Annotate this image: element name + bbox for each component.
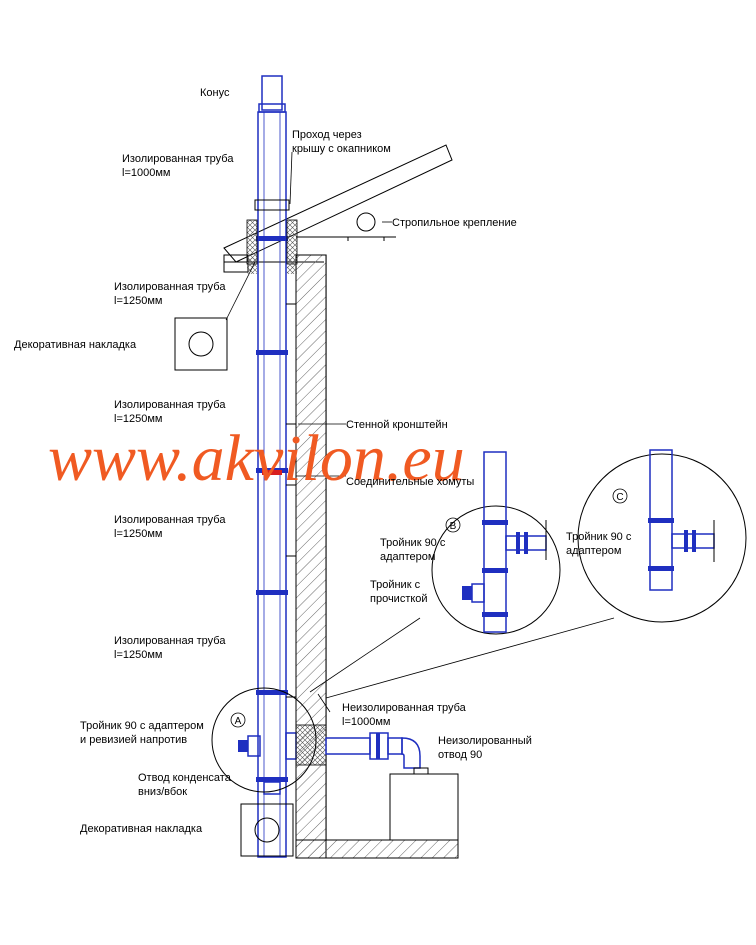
label-insulated-4: Изолированная труба xyxy=(114,635,226,647)
label-uninsulated: Неизолированная труба xyxy=(342,702,467,714)
label-insulated-2: Изолированная труба xyxy=(114,399,226,411)
label-tee-c: Тройник 90 с xyxy=(566,531,632,543)
decorative-plate-bottom xyxy=(240,803,294,857)
label-elbow-2: отвод 90 xyxy=(438,749,482,761)
label-cone: Конус xyxy=(200,87,230,99)
label-roof-pass: Проход через xyxy=(292,129,362,141)
label-condensate-2: вниз/вбок xyxy=(138,786,187,798)
watermark: www.akvilon.eu xyxy=(48,422,465,495)
label-condensate: Отвод конденсата xyxy=(138,772,232,784)
label-clamps: Соединительные хомуты xyxy=(346,476,474,488)
label-insulated-3-length: l=1250мм xyxy=(114,528,162,540)
label-insulated-1000: Изолированная труба xyxy=(122,153,234,165)
label-insulated-4-length: l=1250мм xyxy=(114,649,162,661)
marker-b: B xyxy=(450,521,457,532)
label-roof-pass-2: крышу с окапником xyxy=(292,143,391,155)
label-tee-a-2: и ревизией напротив xyxy=(80,734,187,746)
label-wall-bracket: Стенной кронштейн xyxy=(346,419,448,431)
label-rafter-mount: Стропильное крепление xyxy=(392,217,517,229)
decorative-plate-top xyxy=(174,317,228,371)
label-tee-b-2: адаптером xyxy=(380,551,435,563)
detail-markers: A B C xyxy=(230,488,628,728)
label-decorative-top: Декоративная накладка xyxy=(14,339,137,351)
label-tee-c-2: адаптером xyxy=(566,545,621,557)
labels: Конус Изолированная труба l=1000мм Прохо… xyxy=(14,87,632,835)
detail-circle-a xyxy=(211,687,317,793)
detail-b-pipes xyxy=(462,451,547,633)
label-uninsulated-length: l=1000мм xyxy=(342,716,390,728)
label-insulated-1-length: l=1250мм xyxy=(114,295,162,307)
label-cleanout-2: прочисткой xyxy=(370,593,428,605)
label-tee-a: Тройник 90 с адаптером xyxy=(80,720,204,732)
marker-a: A xyxy=(235,716,242,727)
leader-lines xyxy=(225,151,615,713)
marker-c: C xyxy=(616,492,623,503)
main-chimney xyxy=(246,75,298,858)
label-insulated-3: Изолированная труба xyxy=(114,514,226,526)
detail-c-pipes xyxy=(648,449,715,591)
boiler xyxy=(389,773,459,841)
label-decorative-bottom: Декоративная накладка xyxy=(80,823,203,835)
rafter-mount xyxy=(296,212,396,241)
label-elbow: Неизолированный xyxy=(438,735,532,747)
detail-circle-c xyxy=(577,453,747,623)
label-tee-b: Тройник 90 с xyxy=(380,537,446,549)
label-insulated-1: Изолированная труба xyxy=(114,281,226,293)
label-cleanout: Тройник с xyxy=(370,579,421,591)
tee-a-assembly xyxy=(238,724,429,795)
label-insulated-1000-length: l=1000мм xyxy=(122,167,170,179)
label-insulated-2-length: l=1250мм xyxy=(114,413,162,425)
detail-circle-b xyxy=(431,505,561,635)
